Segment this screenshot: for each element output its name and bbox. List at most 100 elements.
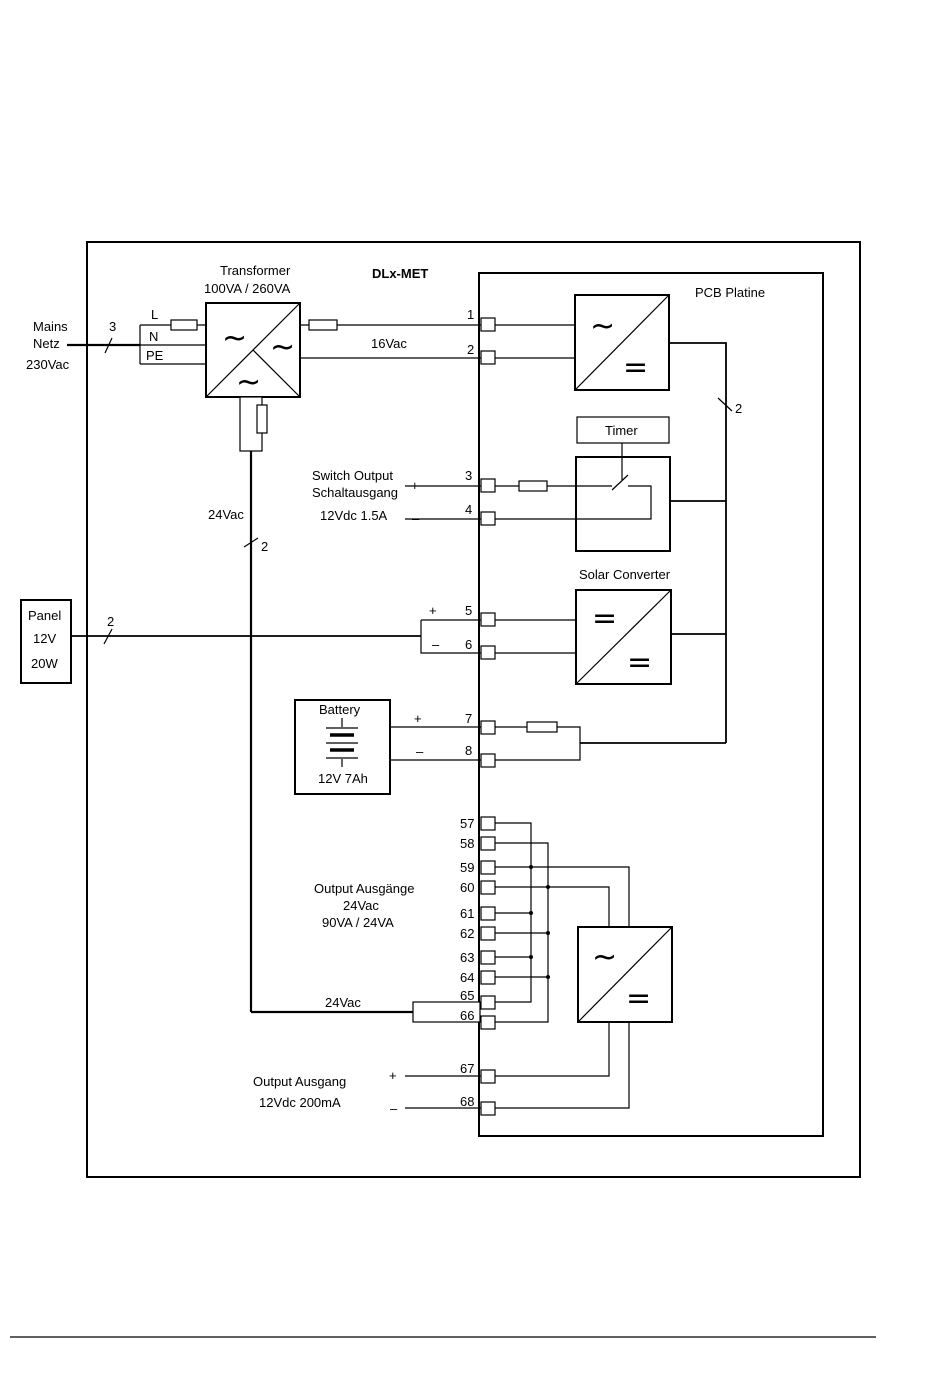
terminal-59 — [480, 860, 496, 875]
switch-plus: + — [411, 478, 419, 493]
switch-relay-box — [575, 456, 671, 552]
terminal-5-label: 5 — [465, 603, 472, 618]
terminal-67-label: 67 — [460, 1061, 474, 1076]
output-dc-label-1: Output Ausgang — [253, 1074, 346, 1089]
relay-contact — [611, 474, 629, 491]
outputs-24-label-3: 90VA / 24VA — [322, 915, 394, 930]
transformer-diagonal-2 — [252, 349, 301, 398]
device-title: DLx-MET — [372, 266, 428, 281]
label-24vac-1: 24Vac — [208, 507, 244, 522]
terminal-64 — [480, 970, 496, 985]
device-enclosure — [86, 241, 861, 1178]
terminal-4-label: 4 — [465, 502, 472, 517]
terminal-63-label: 63 — [460, 950, 474, 965]
output-rectifier-ac-symbol: ~ — [592, 940, 617, 975]
output-terminals: 57 58 59 60 61 62 63 64 65 66 67 68 — [460, 816, 496, 1116]
terminal-3-label: 3 — [465, 468, 472, 483]
panel-plus: + — [429, 603, 437, 618]
dc-bus — [580, 342, 727, 744]
solar-converter-diagonal — [575, 589, 672, 685]
terminal-4 — [480, 511, 496, 526]
battery-fuse — [526, 721, 558, 733]
terminal-62 — [480, 926, 496, 941]
mains-l: L — [151, 307, 158, 322]
mains-cable-tick — [104, 337, 113, 354]
terminal-1 — [480, 317, 496, 332]
switch-circuit — [495, 485, 652, 520]
outputs-24-label-2: 24Vac — [343, 898, 379, 913]
terminal-2-label: 2 — [467, 342, 474, 357]
solar-panel-box — [20, 599, 72, 684]
bus-65-66 — [412, 1001, 481, 1023]
pcb-board — [478, 272, 824, 1137]
mains-n: N — [149, 329, 158, 344]
panel-label-3: 20W — [31, 656, 58, 671]
terminal-66-label: 66 — [460, 1008, 474, 1023]
terminal-65-label: 65 — [460, 988, 474, 1003]
output-bus-wiring — [495, 822, 630, 1109]
rectifier-ac-symbol: ~ — [590, 309, 615, 344]
terminal-8-label: 8 — [465, 743, 472, 758]
dc-out-plus: + — [389, 1068, 397, 1083]
mains-label-1: Mains — [33, 319, 68, 334]
terminal-64-label: 64 — [460, 970, 474, 985]
dc-out-minus: – — [390, 1101, 398, 1116]
battery-label-1: Battery — [319, 702, 361, 717]
terminal-60 — [480, 880, 496, 895]
terminal-59-label: 59 — [460, 860, 474, 875]
wire-24vac-tick — [243, 537, 259, 548]
outputs-24-label-1: Output Ausgänge — [314, 881, 414, 896]
timer-label: Timer — [605, 423, 638, 438]
switch-fuse — [518, 480, 548, 492]
battery-plus: + — [414, 711, 422, 726]
terminal-68-label: 68 — [460, 1094, 474, 1109]
output-rectifier-dc-symbol: = — [626, 981, 651, 1016]
pcb-label: PCB Platine — [695, 285, 765, 300]
terminal-5 — [480, 612, 496, 627]
switch-output-label-2: Schaltausgang — [312, 485, 398, 500]
label-24vac-2: 24Vac — [325, 995, 361, 1010]
panel-cable-count: 2 — [107, 614, 114, 629]
terminal-57-label: 57 — [460, 816, 474, 831]
mains-fuse — [170, 319, 198, 331]
mains-wire-count: 3 — [109, 319, 116, 334]
terminal-8 — [480, 753, 496, 768]
output-rectifier-diagonal — [577, 926, 673, 1023]
terminal-62-label: 62 — [460, 926, 474, 941]
transformer-title: Transformer — [220, 263, 291, 278]
terminal-61-label: 61 — [460, 906, 474, 921]
switch-minus: – — [412, 511, 420, 526]
terminal-57 — [480, 816, 496, 831]
panel-label-1: Panel — [28, 608, 61, 623]
panel-minus: – — [432, 637, 440, 652]
terminal-58 — [480, 836, 496, 851]
battery-box — [294, 699, 391, 795]
fuse-16vac — [308, 319, 338, 331]
battery-label-2: 12V 7Ah — [318, 771, 368, 786]
mains-label-2: Netz — [33, 336, 60, 351]
terminal-6 — [480, 645, 496, 660]
terminal-2 — [480, 350, 496, 365]
panel-cable-tick — [103, 628, 113, 645]
timer-box — [576, 416, 670, 444]
panel-split — [420, 619, 481, 654]
mains-label-3: 230Vac — [26, 357, 70, 372]
terminal-63 — [480, 950, 496, 965]
wire-24vac-count: 2 — [261, 539, 268, 554]
terminal-3 — [480, 478, 496, 493]
terminal-7-label: 7 — [465, 711, 472, 726]
battery-symbol — [326, 718, 358, 767]
transformer-rating: 100VA / 260VA — [204, 281, 291, 296]
battery-minus: – — [416, 744, 424, 759]
terminal-7 — [480, 720, 496, 735]
label-16vac: 16Vac — [371, 336, 407, 351]
mains-pe: PE — [146, 348, 164, 363]
fuse-24vac — [256, 404, 268, 434]
terminal-68 — [480, 1101, 496, 1116]
dc-bus-tick — [717, 397, 733, 412]
transformer-primary-symbol: ~ — [222, 321, 247, 356]
solar-dc-out-symbol: = — [627, 645, 652, 680]
solar-converter-label: Solar Converter — [579, 567, 671, 582]
panel-label-2: 12V — [33, 631, 56, 646]
